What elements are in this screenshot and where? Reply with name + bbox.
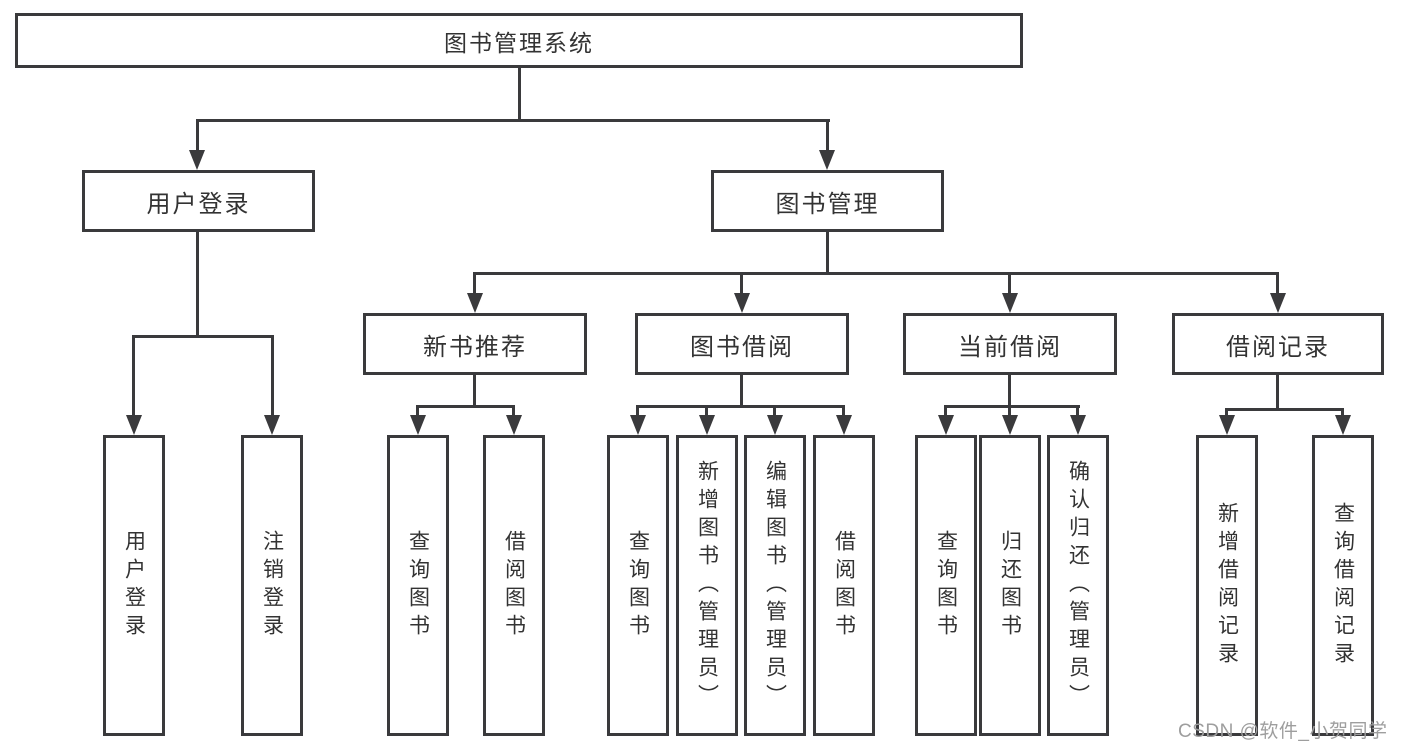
arrow-down-icon [1219, 415, 1235, 435]
arrow-down-icon [467, 293, 483, 313]
node-system-root: 图书管理系统 [15, 13, 1023, 68]
arrow-down-icon [699, 415, 715, 435]
connector-line [132, 335, 274, 338]
connector-line [944, 405, 1080, 408]
connector-line [416, 405, 419, 415]
node-book-management: 图书管理 [711, 170, 944, 232]
connector-line [132, 335, 135, 415]
node-borrow-records: 借阅记录 [1172, 313, 1384, 375]
connector-line [842, 405, 845, 415]
connector-line [740, 272, 743, 293]
node-current-borrowing: 当前借阅 [903, 313, 1117, 375]
connector-line [1225, 408, 1344, 411]
connector-line [1225, 408, 1228, 415]
connector-line [944, 405, 947, 415]
connector-line [196, 119, 199, 152]
connector-line [271, 335, 274, 415]
connector-line [416, 405, 515, 408]
leaf-records-add-borrow-record: 新增借阅记录 [1196, 435, 1258, 736]
connector-line [512, 405, 515, 415]
connector-line [196, 232, 199, 335]
connector-line [826, 232, 829, 272]
connector-line [636, 405, 844, 408]
connector-line [636, 405, 639, 415]
connector-line [518, 68, 521, 119]
leaf-records-query-borrow-record: 查询借阅记录 [1312, 435, 1374, 736]
arrow-down-icon [630, 415, 646, 435]
arrow-down-icon [1070, 415, 1086, 435]
arrow-down-icon [836, 415, 852, 435]
node-book-borrowing: 图书借阅 [635, 313, 849, 375]
leaf-current-query-books: 查询图书 [915, 435, 977, 736]
connector-line [773, 405, 776, 415]
node-new-book-recommend: 新书推荐 [363, 313, 587, 375]
connector-line [1276, 375, 1279, 408]
connector-line [705, 405, 708, 415]
connector-line [826, 119, 829, 152]
leaf-borrow-add-books-admin: 新增图书（管理员） [676, 435, 738, 736]
arrow-down-icon [264, 415, 280, 435]
arrow-down-icon [767, 415, 783, 435]
node-user-login: 用户登录 [82, 170, 315, 232]
leaf-current-confirm-return-admin: 确认归还（管理员） [1047, 435, 1109, 736]
arrow-down-icon [126, 415, 142, 435]
arrow-down-icon [506, 415, 522, 435]
leaf-borrow-edit-books-admin: 编辑图书（管理员） [744, 435, 806, 736]
arrow-down-icon [1335, 415, 1351, 435]
connector-line [1341, 408, 1344, 415]
connector-line [1276, 272, 1279, 293]
leaf-borrow-query-books: 查询图书 [607, 435, 669, 736]
csdn-watermark: CSDN @软件_小贺同学 [1178, 721, 1388, 742]
leaf-user-login: 用户登录 [103, 435, 165, 736]
arrow-down-icon [1270, 293, 1286, 313]
arrow-down-icon [938, 415, 954, 435]
connector-line [473, 272, 1279, 275]
leaf-newbook-borrow-books: 借阅图书 [483, 435, 545, 736]
connector-line [1008, 272, 1011, 293]
connector-line [1076, 405, 1079, 415]
leaf-borrow-borrow-books: 借阅图书 [813, 435, 875, 736]
arrow-down-icon [189, 150, 205, 170]
leaf-current-return-books: 归还图书 [979, 435, 1041, 736]
connector-line [1008, 375, 1011, 405]
arrow-down-icon [1002, 415, 1018, 435]
leaf-newbook-query-books: 查询图书 [387, 435, 449, 736]
connector-line [473, 272, 476, 293]
arrow-down-icon [819, 150, 835, 170]
leaf-logout-login: 注销登录 [241, 435, 303, 736]
arrow-down-icon [734, 293, 750, 313]
connector-line [196, 119, 830, 122]
connector-line [1008, 405, 1011, 415]
arrow-down-icon [1002, 293, 1018, 313]
connector-line [740, 375, 743, 405]
arrow-down-icon [410, 415, 426, 435]
connector-line [473, 375, 476, 405]
